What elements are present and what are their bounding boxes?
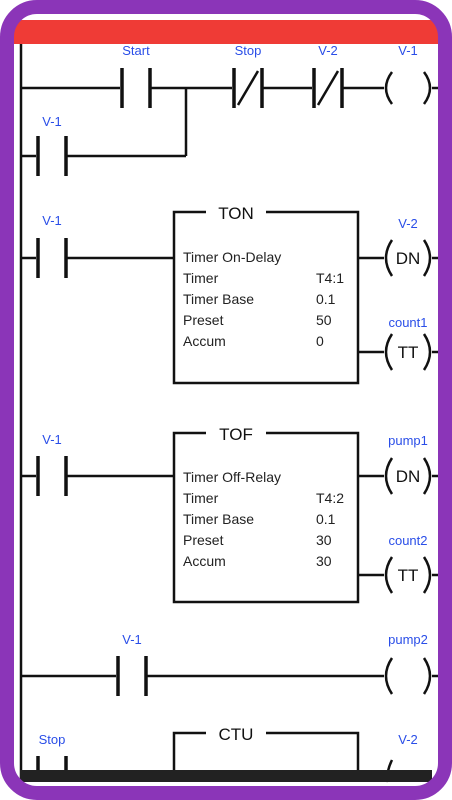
contact-stop-nc[interactable] [232,68,264,108]
label-stop: Stop [235,43,262,58]
bottom-bar [20,770,432,782]
ton-row-value: 0.1 [316,291,336,307]
tof-row-label: Timer [183,490,219,506]
ctu-title: CTU [219,725,254,744]
label-tof-out1: pump1 [388,433,428,448]
ton-row-label: Accum [183,333,226,349]
label-ton-contact: V-1 [42,213,62,228]
contact-start[interactable] [120,68,152,108]
tof-row-value: T4:2 [316,490,344,506]
ton-row-value: T4:1 [316,270,344,286]
coil-bit: DN [396,249,421,268]
label-rung5-contact: Stop [39,732,66,747]
coil-ton-dn[interactable]: DN [384,239,432,277]
tof-row-label: Accum [183,553,226,569]
tof-row-value: 30 [316,553,332,569]
header-bar [14,20,438,44]
tof-title: TOF [219,425,253,444]
label-rung5-coil: V-2 [398,732,418,747]
tof-row-value: 0.1 [316,511,336,527]
ton-row-label: Timer Base [183,291,254,307]
ton-row-value: 50 [316,312,332,328]
label-branch-v1: V-1 [42,114,62,129]
rung-3: TOF Timer Off-Relay Timer T4:2 Timer Bas… [21,425,440,604]
coil-v1[interactable] [384,71,432,105]
label-v2: V-2 [318,43,338,58]
label-ton-out2: count1 [388,315,427,330]
ton-block[interactable]: TON Timer On-Delay Timer T4:1 Timer Base… [172,204,360,385]
label-ton-out1: V-2 [398,216,418,231]
coil-tof-tt[interactable]: TT [384,556,432,594]
label-rung4-coil: pump2 [388,632,428,647]
contact-v1-ton[interactable] [36,238,68,278]
ton-row-value: 0 [316,333,324,349]
ton-title: TON [218,204,254,223]
label-tof-out2: count2 [388,533,427,548]
coil-bit: TT [398,343,419,362]
tof-row-value: 30 [316,532,332,548]
label-start: Start [122,43,150,58]
contact-v1-pump2[interactable] [116,656,148,696]
label-coil-v1: V-1 [398,43,418,58]
tof-row-label: Timer Base [183,511,254,527]
coil-bit: TT [398,566,419,585]
label-rung4-contact: V-1 [122,632,142,647]
rung-2: TON Timer On-Delay Timer T4:1 Timer Base… [21,204,440,385]
tof-type: Timer Off-Relay [183,469,281,485]
label-tof-contact: V-1 [42,432,62,447]
coil-pump2[interactable] [384,657,432,695]
ton-type: Timer On-Delay [183,249,281,265]
contact-v2-nc[interactable] [312,68,344,108]
rung-1: Start Stop V-2 V-1 V-1 [21,43,440,176]
coil-ton-tt[interactable]: TT [384,333,432,371]
rung-4: V-1 pump2 [21,632,440,696]
ton-row-label: Timer [183,270,219,286]
coil-tof-dn[interactable]: DN [384,457,432,495]
contact-v1-tof[interactable] [36,456,68,496]
contact-v1-branch[interactable] [36,136,68,176]
ton-row-label: Preset [183,312,224,328]
ctu-block[interactable]: CTU [172,725,360,782]
coil-bit: DN [396,467,421,486]
tof-block[interactable]: TOF Timer Off-Relay Timer T4:2 Timer Bas… [172,425,360,604]
tof-row-label: Preset [183,532,224,548]
